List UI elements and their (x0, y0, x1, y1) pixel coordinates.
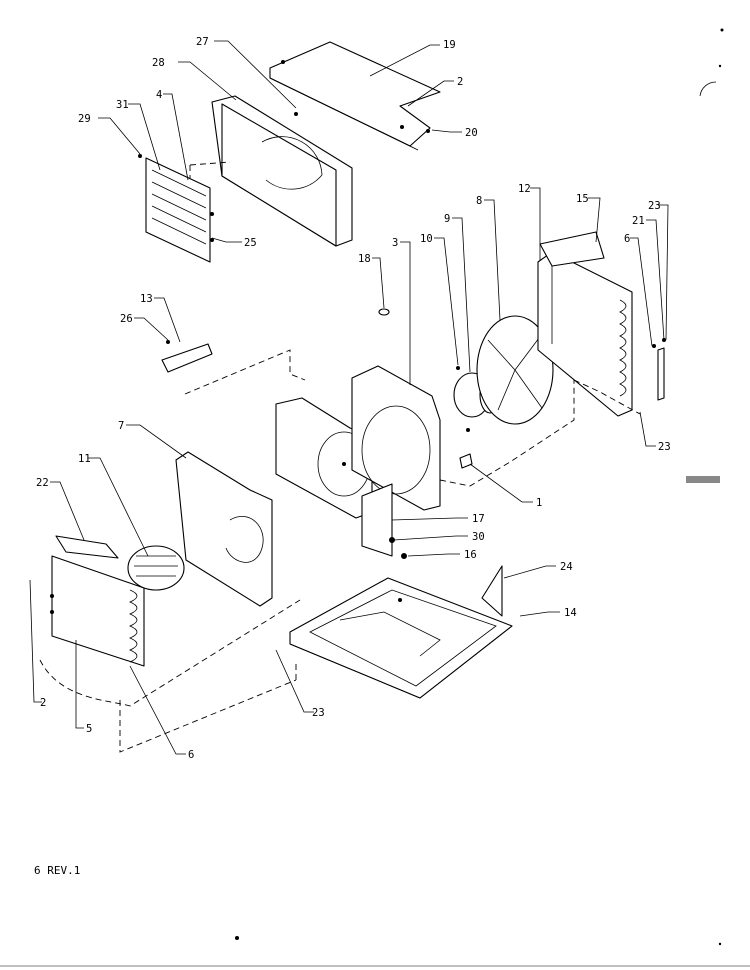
callout-16: 16 (464, 549, 477, 561)
condenser-shroud (351, 365, 441, 511)
clip-1 (459, 453, 473, 469)
condenser-fan-blade (476, 315, 554, 425)
callout-6-left: 6 (188, 749, 194, 761)
callout-20: 20 (465, 127, 478, 139)
callout-15: 15 (576, 193, 589, 205)
callout-30: 30 (472, 531, 485, 543)
callout-5: 5 (86, 723, 92, 735)
callout-14: 14 (564, 607, 577, 619)
callout-8: 8 (476, 195, 482, 207)
condenser-coil (537, 231, 641, 417)
callout-4: 4 (156, 89, 162, 101)
callout-26: 26 (120, 313, 133, 325)
evaporator-coil (50, 535, 145, 667)
heater-assembly (138, 154, 214, 263)
callout-1: 1 (536, 497, 542, 509)
callout-27: 27 (196, 36, 209, 48)
top-cover-plate (269, 41, 441, 151)
grommet-18 (378, 308, 390, 316)
blower-scroll-housing (175, 451, 273, 607)
upper-shroud (189, 95, 353, 247)
callout-24: 24 (560, 561, 573, 573)
callout-28: 28 (152, 57, 165, 69)
callout-17: 17 (472, 513, 485, 525)
callout-23-top: 23 (648, 200, 661, 212)
callout-11: 11 (78, 453, 91, 465)
callout-22: 22 (36, 477, 49, 489)
bracket-13 (161, 340, 213, 373)
callout-6-right: 6 (624, 233, 630, 245)
callout-29: 29 (78, 113, 91, 125)
callout-19: 19 (443, 39, 456, 51)
callout-2-top: 2 (457, 76, 463, 88)
callout-23-bottom: 23 (312, 707, 325, 719)
callout-2-left: 2 (40, 697, 46, 709)
control-bracket (361, 483, 407, 559)
callout-7: 7 (118, 420, 124, 432)
callout-9: 9 (444, 213, 450, 225)
callout-23-mid: 23 (658, 441, 671, 453)
callout-10: 10 (420, 233, 433, 245)
callout-numbers: 27 19 28 2 20 29 31 4 25 12 15 23 8 9 3 … (36, 36, 671, 761)
blower-wheel (127, 545, 185, 591)
callout-12: 12 (518, 183, 531, 195)
leader-lines (29, 40, 669, 755)
callout-3: 3 (392, 237, 398, 249)
callout-25: 25 (244, 237, 257, 249)
plate-24 (481, 565, 503, 617)
base-pan (289, 577, 513, 699)
callout-31: 31 (116, 99, 129, 111)
callout-18: 18 (358, 253, 371, 265)
right-side-bracket (652, 338, 666, 401)
callout-21: 21 (632, 215, 645, 227)
callout-13: 13 (140, 293, 153, 305)
revision-label: 6 REV.1 (34, 864, 80, 877)
scan-artifacts (0, 28, 750, 967)
